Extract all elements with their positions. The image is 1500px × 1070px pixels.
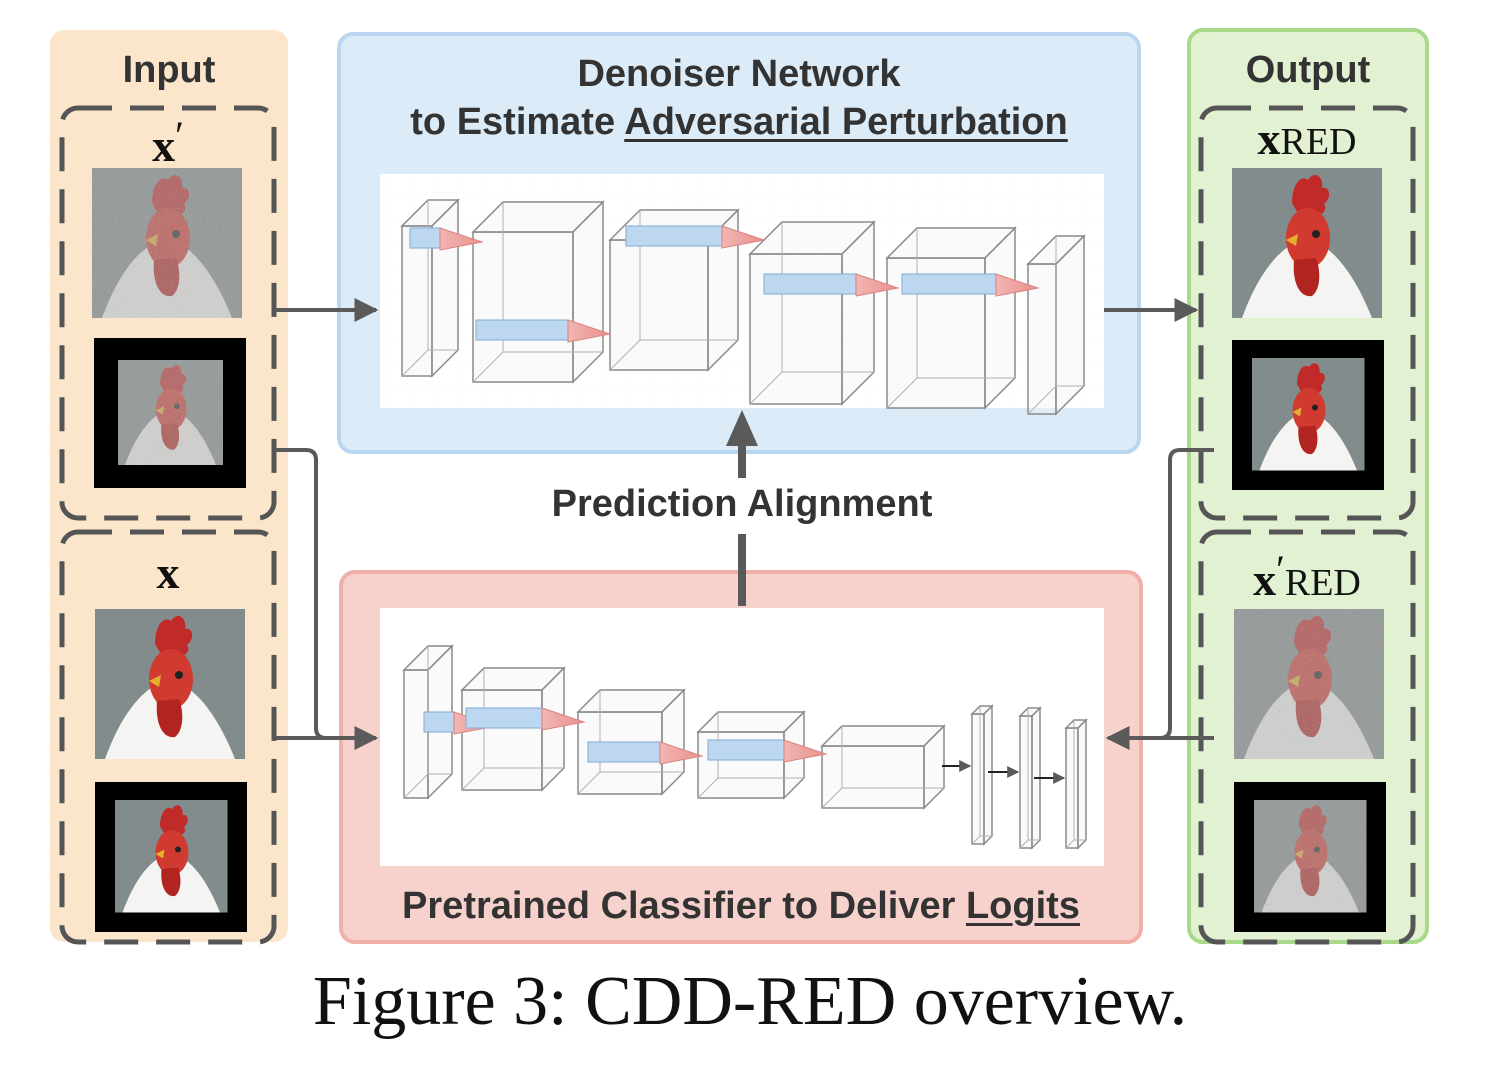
output-image-denoised	[1232, 168, 1382, 318]
denoiser-layer-6	[1026, 234, 1086, 416]
denoiser-layer-1	[400, 198, 460, 378]
input-panel-title: Input	[122, 49, 216, 91]
output-symbol-denoised: xRED	[1201, 112, 1413, 165]
denoiser-kernel-2	[475, 319, 612, 343]
denoiser-title-line1: Denoiser Network	[577, 53, 901, 95]
classifier-panel-title: Pretrained Classifier to Deliver Logits	[341, 882, 1141, 930]
denoiser-kernel-5	[901, 273, 1040, 297]
denoiser-panel-title: Denoiser Network to Estimate Adversarial…	[339, 50, 1139, 146]
input-group-clean-border	[59, 529, 277, 945]
denoiser-kernel-3	[625, 225, 766, 249]
classifier-kernel-2	[465, 707, 586, 731]
output-image-denoised-framed	[1232, 340, 1384, 490]
figure-caption: Figure 3: CDD-RED overview.	[312, 963, 1188, 1040]
output-image-adversarial-denoised-framed	[1234, 782, 1386, 932]
denoiser-layer-5	[885, 226, 1017, 410]
classifier-kernel-3	[587, 741, 704, 765]
output-symbol-denoised-sub: RED	[1280, 121, 1357, 163]
output-symbol-adversarial-denoised: x′RED	[1201, 546, 1413, 606]
prediction-alignment-label: Prediction Alignment	[551, 483, 933, 525]
classifier-fc-3	[1064, 718, 1088, 850]
classifier-network-layers	[402, 644, 1088, 850]
classifier-kernel-4	[707, 739, 828, 763]
classifier-title-prefix: Pretrained Classifier to Deliver	[402, 885, 966, 927]
input-symbol-adversarial-prime: ′	[175, 113, 184, 158]
output-symbol-adversarial-denoised-main: x	[1253, 554, 1277, 605]
denoiser-kernel-1	[409, 227, 484, 251]
classifier-layer-5	[820, 724, 946, 810]
output-symbol-adversarial-denoised-sub: RED	[1284, 562, 1361, 604]
input-symbol-adversarial-main: x	[152, 120, 176, 171]
output-symbol-adversarial-denoised-prime: ′	[1276, 547, 1285, 592]
classifier-fc-2	[1018, 706, 1042, 850]
input-image-clean	[95, 609, 245, 759]
arrow-alignment-head	[726, 410, 758, 446]
denoiser-title-line2-underlined: Adversarial Perturbation	[624, 101, 1068, 143]
output-panel-title: Output	[1245, 49, 1371, 91]
denoiser-network-layers	[400, 198, 1086, 416]
output-group-clean-border	[1198, 105, 1416, 521]
input-group-adversarial-border	[59, 105, 277, 521]
classifier-title-underlined: Logits	[965, 885, 1080, 927]
denoiser-title-line2: to Estimate Adversarial Perturbation	[339, 98, 1139, 146]
denoiser-kernel-4	[763, 273, 900, 297]
classifier-fc-1	[970, 704, 994, 846]
input-image-adversarial	[92, 168, 242, 318]
output-symbol-denoised-main: x	[1257, 113, 1281, 164]
output-image-adversarial-denoised	[1234, 609, 1384, 759]
denoiser-title-line2-prefix: to Estimate	[410, 101, 625, 143]
input-symbol-clean: x	[62, 546, 274, 599]
input-image-clean-framed	[95, 782, 247, 932]
input-symbol-adversarial: x′	[62, 112, 274, 172]
classifier-layer-2	[460, 666, 566, 792]
denoiser-layer-2	[471, 200, 605, 384]
input-symbol-clean-main: x	[156, 547, 180, 598]
denoiser-layer-4	[748, 220, 876, 406]
input-image-adversarial-framed	[94, 338, 246, 488]
